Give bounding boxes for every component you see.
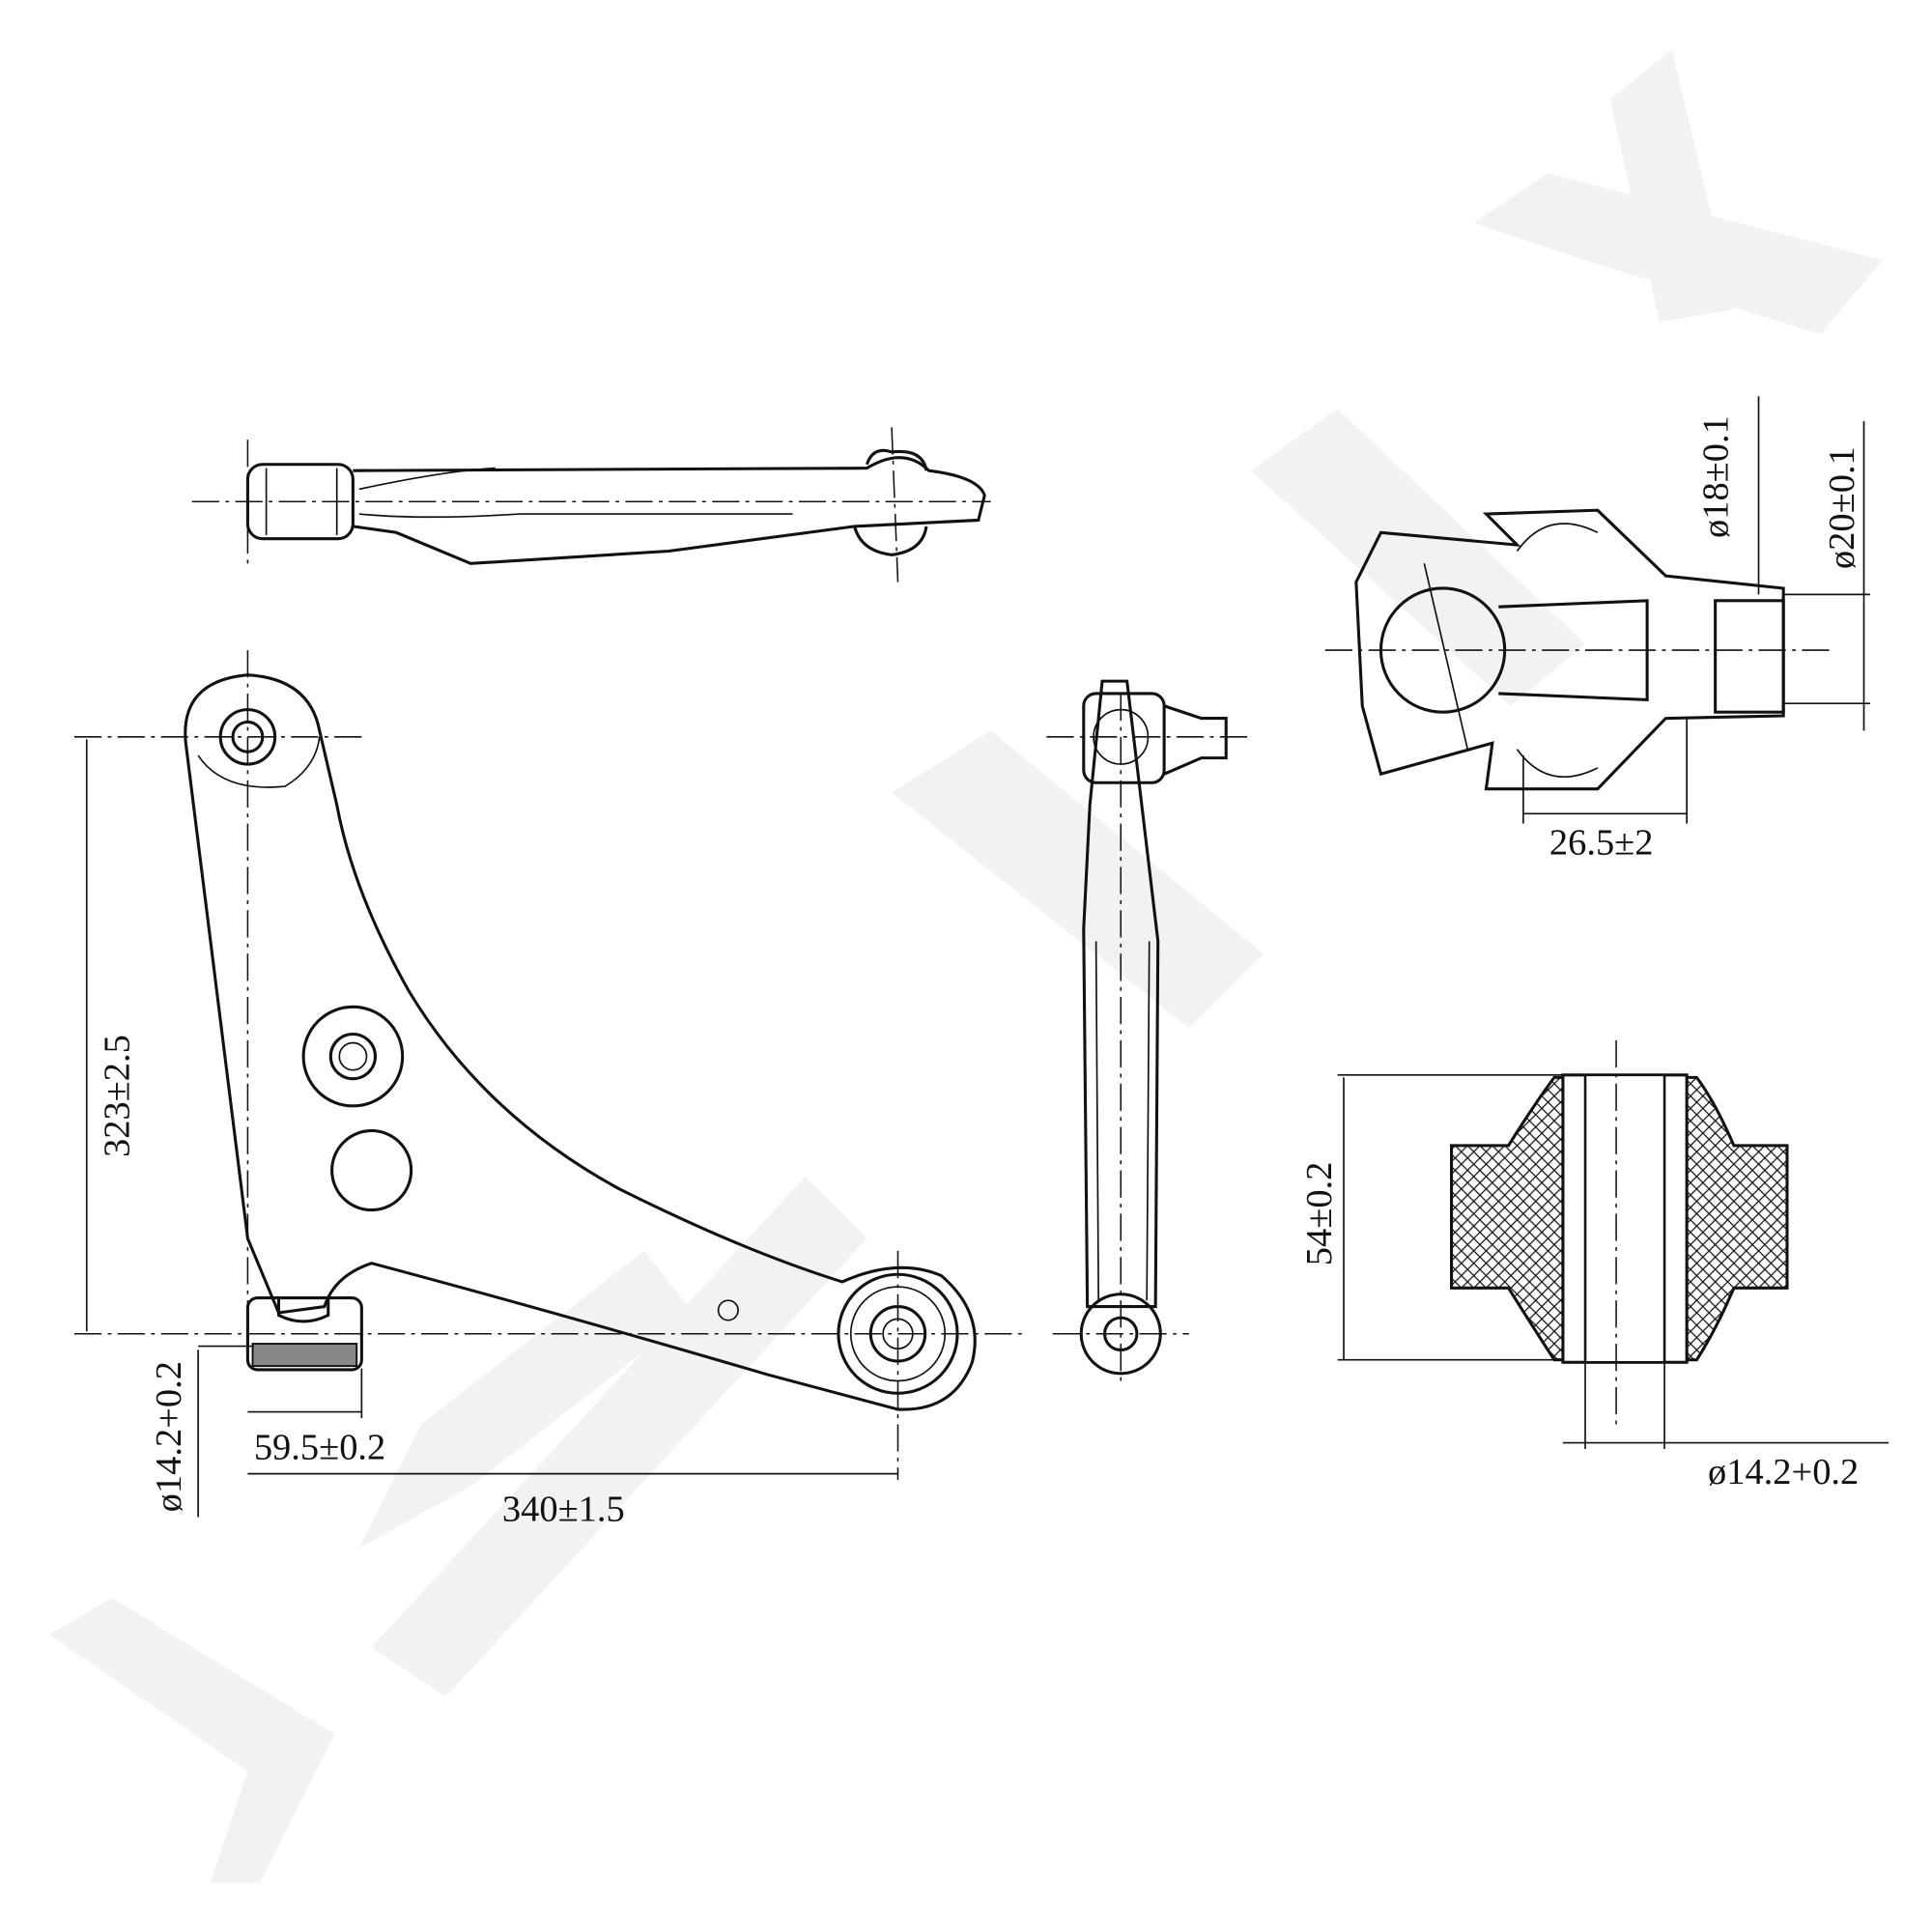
ball-joint-section	[1324, 508, 1833, 791]
bushing-section	[1450, 1039, 1789, 1425]
dim-bushing-width: 59.5±0.2	[254, 1427, 385, 1467]
dimension-lines	[85, 396, 1889, 1518]
dim-bushing-diameter-left: ø14.2+0.2	[149, 1361, 189, 1512]
arm-top-view	[191, 427, 991, 582]
arm-front-view	[73, 650, 1022, 1481]
watermark-logo	[49, 49, 1883, 1883]
dim-arm-length: 340±1.5	[502, 1489, 625, 1529]
dim-bushing-length: 54±0.2	[1299, 1162, 1340, 1266]
dim-arm-height: 323±2.5	[97, 1035, 137, 1157]
arm-side-view	[1046, 679, 1251, 1387]
dim-ball-joint-d20: ø20±0.1	[1822, 446, 1862, 569]
dim-ball-joint-offset: 26.5±2	[1549, 823, 1654, 864]
dim-bushing-diameter-right: ø14.2+0.2	[1708, 1452, 1859, 1492]
dim-ball-joint-d18: ø18±0.1	[1695, 415, 1736, 538]
